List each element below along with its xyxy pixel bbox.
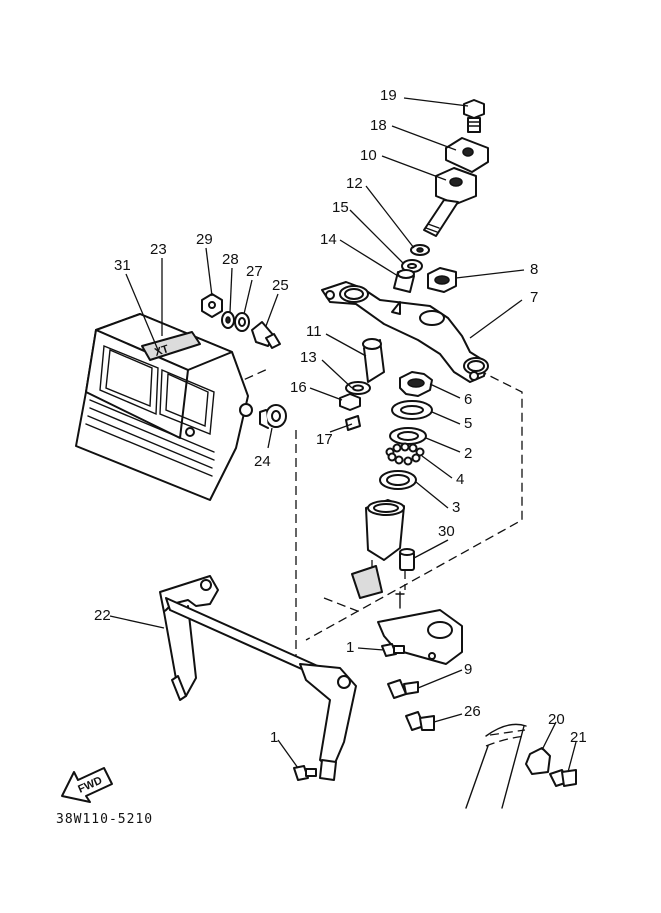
callout-6: 6 xyxy=(464,391,472,408)
fwd-arrow-icon: FWD xyxy=(61,767,113,803)
callout-labels: 19 18 10 12 15 14 8 7 11 13 16 17 6 5 2 … xyxy=(94,87,587,746)
callout-1-lower: 1 xyxy=(270,729,278,746)
fastener-bolts xyxy=(293,643,577,809)
callout-15: 15 xyxy=(332,199,349,216)
headlight-stay xyxy=(159,575,357,781)
callout-10: 10 xyxy=(360,147,377,164)
callout-31: 31 xyxy=(114,257,131,274)
callout-8: 8 xyxy=(530,261,538,278)
callout-3: 3 xyxy=(452,499,460,516)
callout-23: 23 xyxy=(150,241,167,258)
callout-leaders xyxy=(109,97,577,773)
callout-14: 14 xyxy=(320,231,337,248)
callout-20: 20 xyxy=(548,711,565,728)
callout-18: 18 xyxy=(370,117,387,134)
headlight-mount-hardware xyxy=(201,293,287,429)
diagram-code: 38W110-5210 xyxy=(56,812,153,827)
callout-25: 25 xyxy=(272,277,289,294)
upper-steering-parts xyxy=(393,99,489,293)
callout-2: 2 xyxy=(464,445,472,462)
callout-22: 22 xyxy=(94,607,111,624)
callout-24: 24 xyxy=(254,453,271,470)
callout-16: 16 xyxy=(290,379,307,396)
callout-19: 19 xyxy=(380,87,397,104)
headlight-emblem: XT xyxy=(153,343,170,359)
steering-bearing-stack xyxy=(339,338,463,665)
callout-9: 9 xyxy=(464,661,472,678)
callout-28: 28 xyxy=(222,251,239,268)
callout-4: 4 xyxy=(456,471,464,488)
callout-13: 13 xyxy=(300,349,317,366)
upper-bracket xyxy=(321,281,489,383)
callout-29: 29 xyxy=(196,231,213,248)
callout-27: 27 xyxy=(246,263,263,280)
callout-21: 21 xyxy=(570,729,587,746)
headlight-cowl: XT xyxy=(75,313,253,501)
callout-5: 5 xyxy=(464,415,472,432)
callout-17: 17 xyxy=(316,431,333,448)
callout-7: 7 xyxy=(530,289,538,306)
callout-30: 30 xyxy=(438,523,455,540)
callout-12: 12 xyxy=(346,175,363,192)
callout-11: 11 xyxy=(306,323,322,340)
callout-26: 26 xyxy=(464,703,481,720)
callout-1-upper: 1 xyxy=(346,639,354,656)
